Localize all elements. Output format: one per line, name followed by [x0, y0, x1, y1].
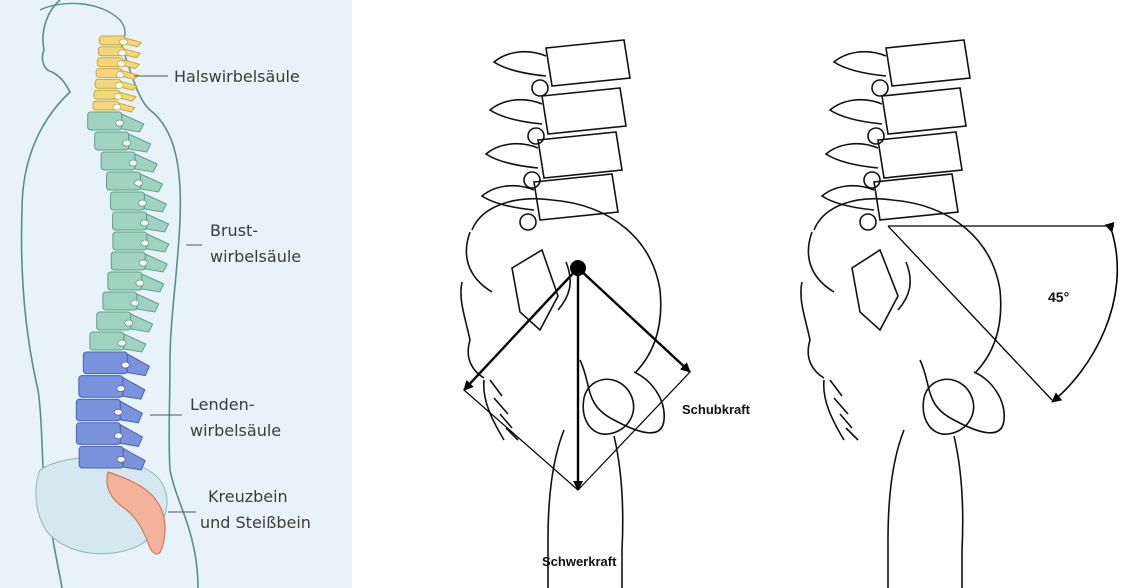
vert-left-spinous-process: [494, 52, 546, 76]
label-angle: 45°: [1048, 289, 1069, 305]
spine-illustration: Halswirbelsäule Brust- wirbelsäule Lende…: [0, 0, 352, 588]
label-shear-force: Schubkraft: [682, 402, 751, 417]
cervical-facet: [116, 72, 124, 78]
vert-right-vertebra: [874, 174, 958, 220]
thoracic-facet: [123, 140, 131, 146]
thoracic-facet: [129, 160, 137, 166]
label-cervical: Halswirbelsäule: [174, 67, 300, 86]
lumbar-process: [123, 378, 145, 400]
label-sacral-2: und Steißbein: [200, 513, 311, 532]
label-sacral-1: Kreuzbein: [208, 487, 288, 506]
lumbar-vertebra: [79, 446, 123, 468]
lumbar-process: [120, 401, 142, 423]
label-lumbar-1: Lenden-: [190, 395, 255, 414]
thoracic-facet: [116, 120, 124, 126]
lumbar-facet: [114, 409, 122, 415]
thoracic-facet: [141, 240, 149, 246]
vert-right-spinous-process: [822, 186, 874, 210]
vert-right-facet: [868, 128, 884, 144]
label-thoracic-2: wirbelsäule: [210, 247, 301, 266]
spine-illustration-panel: Halswirbelsäule Brust- wirbelsäule Lende…: [0, 0, 352, 588]
vert-right-vertebra: [882, 88, 966, 134]
thoracic-facet: [141, 220, 149, 226]
cervical-vertebrae: [93, 36, 142, 112]
force-vectors: [464, 268, 690, 490]
thoracic-process: [147, 234, 169, 252]
thoracic-process: [135, 154, 157, 172]
thoracic-process: [142, 274, 164, 292]
vert-left-vertebra: [534, 174, 618, 220]
center-of-mass-point: [570, 260, 586, 276]
vert-left-vertebra: [542, 88, 626, 134]
lumbar-facet: [117, 386, 125, 392]
cervical-facet: [117, 61, 125, 67]
vert-left-facet: [520, 214, 536, 230]
label-gravity: Schwerkraft: [542, 554, 617, 569]
lumbar-facet: [117, 456, 125, 462]
cervical-process: [123, 60, 139, 69]
cervical-process: [120, 92, 136, 101]
thoracic-process: [145, 254, 167, 272]
vert-left-facet: [524, 172, 540, 188]
thoracic-process: [129, 134, 151, 152]
vert-right-vertebra: [886, 40, 970, 86]
thoracic-facet: [139, 260, 147, 266]
label-thoracic-1: Brust-: [210, 221, 258, 240]
thoracic-facet: [138, 200, 146, 206]
lumbar-facet: [121, 362, 129, 368]
vert-left-spinous-process: [486, 144, 538, 168]
thoracic-facet: [125, 320, 133, 326]
vert-right-spinous-process: [826, 144, 878, 168]
angle-construction: [888, 226, 1117, 402]
lumbar-vertebrae: [76, 352, 149, 470]
cervical-facet: [118, 50, 126, 56]
thoracic-process: [131, 314, 153, 332]
vert-left-spinous-process: [482, 186, 534, 210]
thoracic-facet: [118, 340, 126, 346]
vert-left-vertebra: [546, 40, 630, 86]
force-diagram-panel: Schubkraft Schwerkraft: [352, 0, 1121, 588]
lumbar-process: [123, 448, 145, 470]
lumbar-process: [127, 354, 149, 376]
thoracic-process: [140, 174, 162, 192]
cervical-facet: [115, 82, 123, 88]
lumbar-sacrum-drawing-angle: [801, 40, 1004, 588]
thoracic-process: [147, 214, 169, 232]
cervical-process: [119, 103, 135, 112]
thoracic-facet: [136, 280, 144, 286]
cervical-facet: [114, 93, 122, 99]
cervical-facet: [113, 104, 121, 110]
lumbar-vertebra: [83, 352, 127, 374]
thoracic-process: [144, 194, 166, 212]
vert-left-vertebra: [538, 132, 622, 178]
lumbar-vertebra: [76, 399, 120, 421]
lumbar-process: [120, 425, 142, 447]
vert-right-spinous-process: [830, 100, 882, 124]
vert-right-vertebra: [878, 132, 962, 178]
label-lumbar-2: wirbelsäule: [190, 421, 281, 440]
thoracic-process: [122, 114, 144, 132]
thoracic-process: [124, 334, 146, 352]
vert-right-facet: [860, 214, 876, 230]
force-diagrams: Schubkraft Schwerkraft: [352, 0, 1121, 588]
cervical-process: [124, 49, 140, 58]
lumbar-sacrum-drawing-forces: [461, 40, 664, 588]
vert-right-facet: [872, 80, 888, 96]
vert-left-facet: [532, 80, 548, 96]
cervical-facet: [119, 39, 127, 45]
vert-right-spinous-process: [834, 52, 886, 76]
thoracic-facet: [131, 300, 139, 306]
cervical-process: [125, 38, 141, 47]
lumbar-facet: [114, 433, 122, 439]
thoracic-process: [137, 294, 159, 312]
lumbar-vertebra: [76, 423, 120, 445]
lumbar-vertebra: [79, 376, 123, 398]
vert-left-facet: [528, 128, 544, 144]
thoracic-facet: [134, 180, 142, 186]
vert-right-facet: [864, 172, 880, 188]
vert-left-spinous-process: [490, 100, 542, 124]
thoracic-vertebrae: [88, 112, 169, 352]
